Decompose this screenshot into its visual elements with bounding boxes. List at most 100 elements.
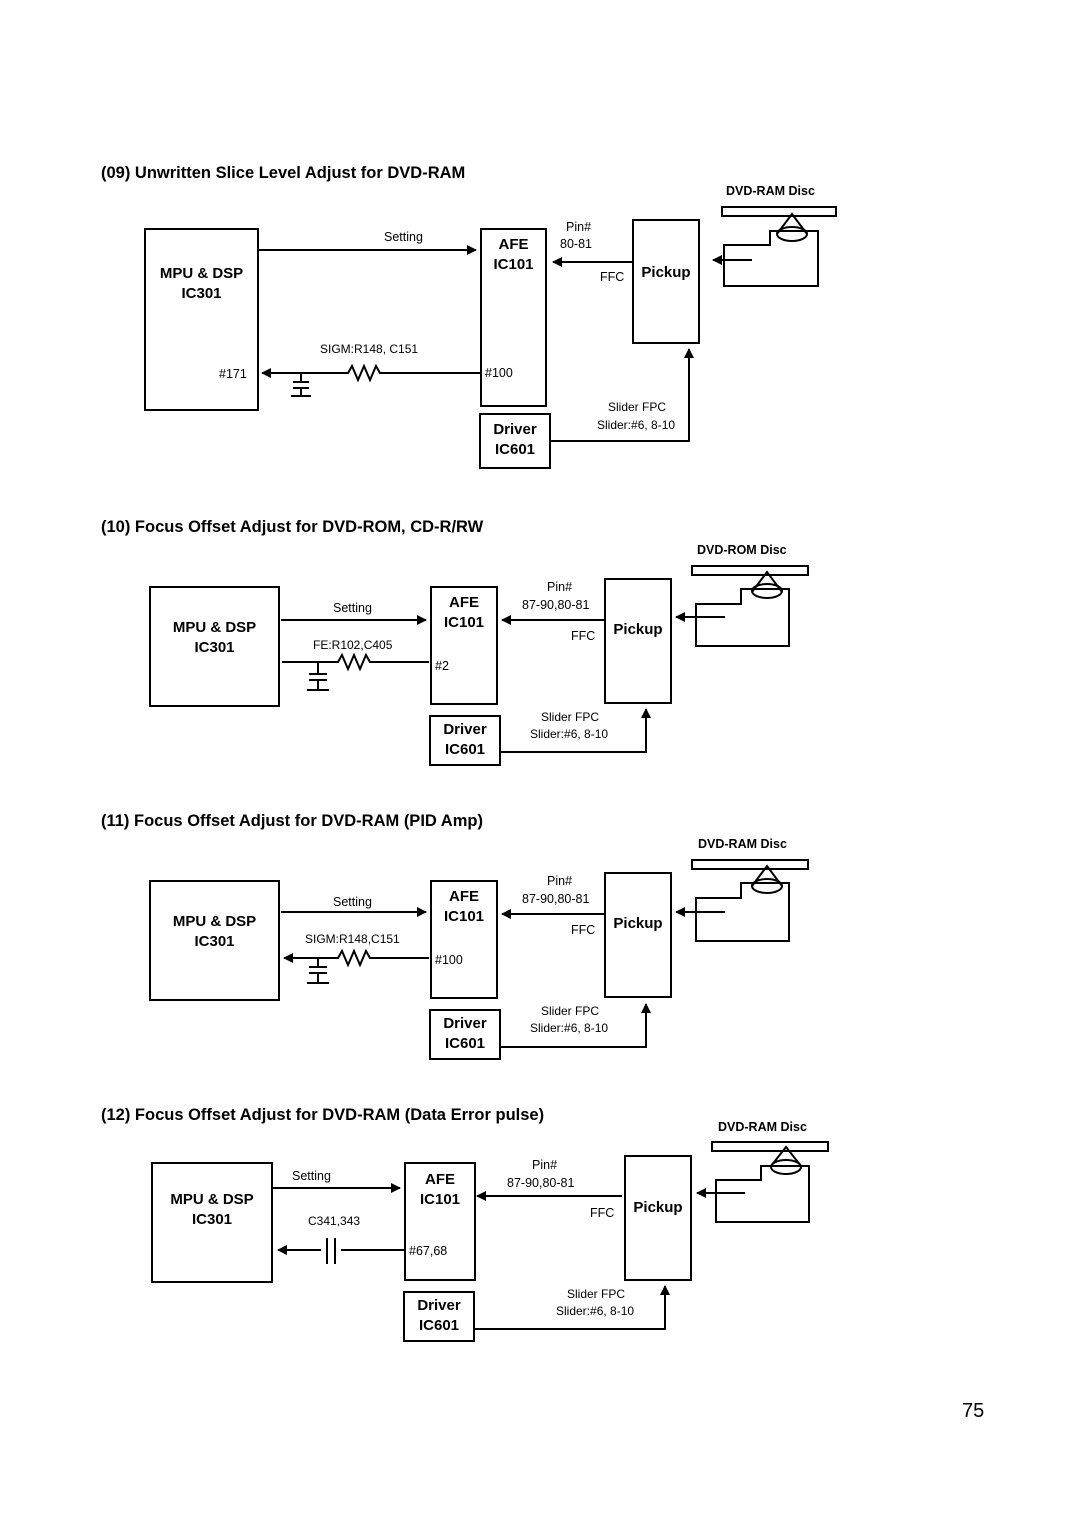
afe-block: AFE IC101	[430, 880, 498, 999]
section-title: (11) Focus Offset Adjust for DVD-RAM (PI…	[101, 812, 483, 830]
disc-label: DVD-RAM Disc	[726, 184, 815, 198]
mpu-label: MPU & DSP	[159, 265, 244, 282]
afe-label: AFE	[498, 236, 529, 253]
section-title: (12) Focus Offset Adjust for DVD-RAM (Da…	[101, 1106, 545, 1124]
afe-label: AFE	[449, 594, 479, 611]
afe-ic-label: IC101	[443, 614, 485, 631]
slider-pins-label: Slider:#6, 8-10	[530, 1021, 609, 1035]
pin-label: Pin#	[566, 220, 592, 234]
lens-ellipse	[776, 226, 808, 242]
disc-label: DVD-RAM Disc	[718, 1120, 807, 1134]
afe-ic-label: IC101	[493, 256, 534, 273]
pickup-label: Pickup	[613, 621, 663, 638]
slider-pins-label: Slider:#6, 8-10	[597, 418, 676, 432]
component-label: SIGM:R148,C151	[305, 932, 400, 946]
pin-values: 80-81	[560, 237, 592, 251]
afe-ic-label: IC101	[419, 1191, 461, 1208]
section-title: (09) Unwritten Slice Level Adjust for DV…	[101, 164, 466, 182]
mpu-dsp-block: MPU & DSP IC301	[151, 1162, 273, 1283]
afe-block: AFE IC101	[480, 228, 547, 407]
ffc-label: FFC	[571, 629, 596, 643]
component-label: SIGM:R148, C151	[320, 342, 419, 356]
lens-cone	[776, 212, 808, 235]
driver-label: Driver	[417, 1297, 461, 1314]
disc-plate	[721, 206, 837, 217]
page-number: 75	[962, 1400, 985, 1422]
component-label: C341,343	[308, 1214, 361, 1228]
disc-plate	[691, 859, 809, 870]
mpu-ic-label: IC301	[194, 933, 235, 950]
afe-label: AFE	[425, 1171, 455, 1188]
slider-pins-label: Slider:#6, 8-10	[556, 1304, 635, 1318]
section-title: (10) Focus Offset Adjust for DVD-ROM, CD…	[101, 518, 484, 536]
pin-label: Pin#	[547, 580, 573, 594]
slider-fpc-label: Slider FPC	[567, 1287, 626, 1301]
fe-signal-wire	[282, 652, 429, 672]
pickup-head-outline	[715, 1165, 810, 1223]
driver-ic-label: IC601	[444, 741, 486, 758]
pickup-block: Pickup	[604, 578, 672, 704]
mpu-ic-label: IC301	[194, 639, 235, 656]
mpu-label: MPU & DSP	[172, 913, 257, 930]
disc-label: DVD-ROM Disc	[697, 543, 787, 557]
disc-label: DVD-RAM Disc	[698, 837, 787, 851]
lens-ellipse	[751, 583, 783, 599]
mpu-ic-label: IC301	[181, 285, 222, 302]
setting-label: Setting	[384, 230, 423, 244]
pin-values: 87-90,80-81	[522, 892, 590, 906]
ffc-label: FFC	[571, 923, 596, 937]
mpu-ic-label: IC301	[191, 1211, 233, 1228]
pickup-block: Pickup	[624, 1155, 692, 1281]
driver-block: Driver IC601	[403, 1291, 475, 1342]
slider-pins-label: Slider:#6, 8-10	[530, 727, 609, 741]
ffc-label: FFC	[590, 1206, 615, 1220]
driver-block: Driver IC601	[479, 413, 551, 469]
pickup-head-outline	[723, 230, 819, 287]
pickup-head-outline	[695, 882, 790, 942]
afe-block: AFE IC101	[404, 1162, 476, 1281]
lens-ellipse	[770, 1159, 802, 1175]
setting-label: Setting	[333, 895, 372, 909]
setting-label: Setting	[292, 1169, 331, 1183]
pin-label: Pin#	[547, 874, 573, 888]
driver-ic-label: IC601	[444, 1035, 486, 1052]
driver-label: Driver	[443, 721, 487, 738]
afe-ic-label: IC101	[443, 908, 485, 925]
pin-label: Pin#	[532, 1158, 558, 1172]
wiring-11	[281, 859, 809, 1048]
slider-fpc-wire	[500, 1003, 651, 1048]
disc-plate	[691, 565, 809, 576]
sigm-signal-wire	[261, 363, 481, 383]
pin-values: 87-90,80-81	[507, 1176, 575, 1190]
slider-fpc-label: Slider FPC	[608, 400, 667, 414]
pickup-label: Pickup	[633, 1199, 683, 1216]
driver-ic-label: IC601	[418, 1317, 460, 1334]
afe-label: AFE	[449, 888, 479, 905]
mpu-label: MPU & DSP	[172, 619, 257, 636]
afe-pin-label: #2	[435, 659, 449, 673]
driver-ic-label: IC601	[494, 441, 536, 458]
slider-fpc-wire	[475, 1285, 670, 1330]
slider-fpc-wire	[551, 348, 694, 442]
lens-cone	[751, 864, 783, 887]
component-label: FE:R102,C405	[313, 638, 393, 652]
lens-ellipse	[751, 878, 783, 894]
pickup-block: Pickup	[604, 872, 672, 998]
afe-pin-label: #100	[435, 953, 463, 967]
sigm-signal-wire	[283, 948, 429, 968]
pickup-label: Pickup	[613, 915, 663, 932]
slider-fpc-label: Slider FPC	[541, 1004, 600, 1018]
pickup-block: Pickup	[632, 219, 700, 344]
driver-block: Driver IC601	[429, 715, 501, 766]
slider-fpc-wire	[500, 708, 651, 753]
setting-label: Setting	[333, 601, 372, 615]
driver-label: Driver	[443, 1015, 487, 1032]
driver-block: Driver IC601	[429, 1009, 501, 1060]
lens-cone	[770, 1145, 802, 1167]
wiring-12	[273, 1141, 829, 1330]
mpu-label: MPU & DSP	[170, 1191, 254, 1208]
mpu-dsp-block: MPU & DSP IC301	[149, 586, 280, 707]
